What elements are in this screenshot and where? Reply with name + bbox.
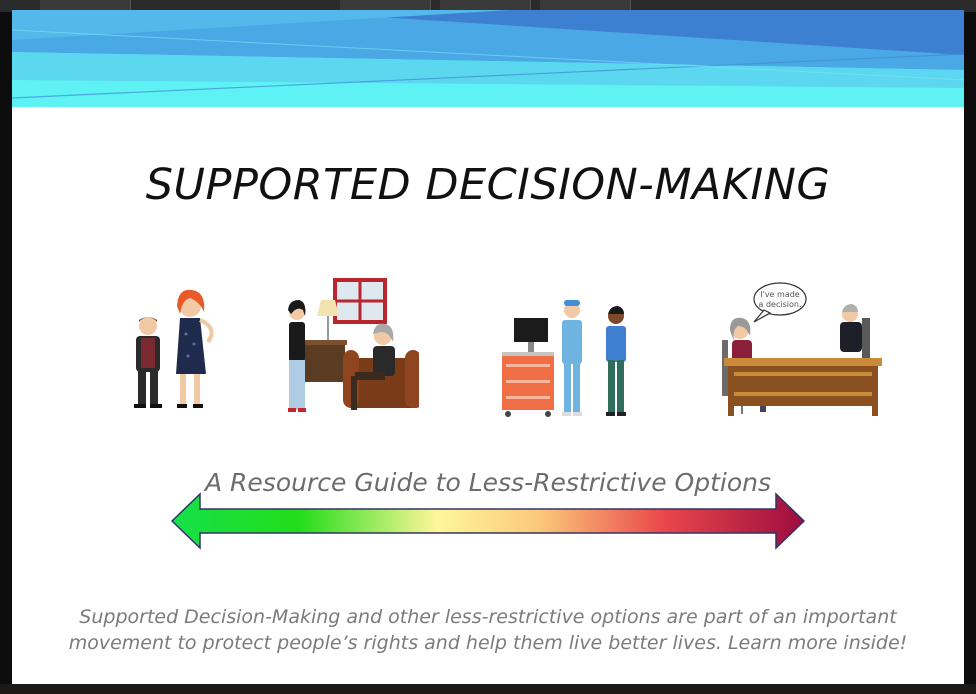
resource-guide-subtitle: A Resource Guide to Less-Restrictive Opt… [205, 468, 771, 497]
boy-and-woman-illustration [134, 289, 214, 408]
office-decision-illustration: I've made a decision. [722, 282, 882, 416]
description-line-2: movement to protect people’s rights and … [68, 632, 908, 654]
description-text: Supported Decision-Making and other less… [52, 604, 924, 656]
speech-bubble-line2: a decision. [759, 300, 802, 309]
description-line-1: Supported Decision-Making and other less… [79, 606, 897, 628]
header-banner [12, 10, 964, 107]
living-room-illustration [288, 278, 419, 412]
page-title: SUPPORTED DECISION-MAKING [145, 160, 831, 210]
document-page: SUPPORTED DECISION-MAKING [12, 10, 964, 686]
background-tab [440, 0, 531, 10]
background-tab [40, 0, 131, 10]
background-bottom-strip [0, 684, 976, 694]
speech-bubble-line1: I've made [760, 290, 800, 299]
background-tab [340, 0, 431, 10]
background-tab [540, 0, 631, 10]
background-window-strip [0, 0, 976, 12]
hospital-illustration [502, 300, 626, 417]
restrictiveness-spectrum-arrow [170, 492, 806, 550]
